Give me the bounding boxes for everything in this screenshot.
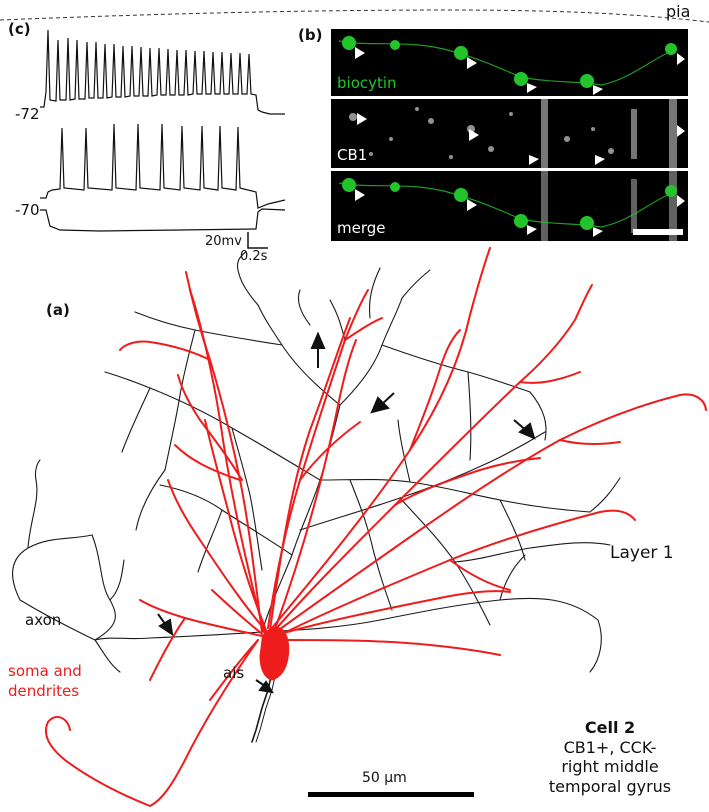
trace-middle — [40, 123, 286, 209]
micrograph-cb1: CB1 — [331, 99, 688, 168]
ephys-scale-time: 0.2s — [240, 249, 268, 264]
panel-c-letter: (c) — [8, 20, 31, 38]
micrograph-label-merge: merge — [337, 219, 386, 237]
dendrite-arbor — [45, 247, 707, 808]
micrograph-label-biocytin: biocytin — [337, 74, 397, 92]
ais-label: ais — [223, 664, 245, 682]
arrow-marker-3 — [513, 419, 536, 440]
panel-b-letter: (b) — [298, 26, 323, 44]
pia-boundary-line — [0, 9, 709, 23]
micron-scalebar — [308, 792, 474, 797]
arrow-marker-2 — [370, 392, 395, 414]
layer-label: Layer 1 — [610, 543, 674, 563]
micrograph-merge: merge — [331, 171, 688, 241]
micrograph-scalebar — [633, 229, 683, 235]
arrow-markers — [157, 331, 536, 694]
arrow-marker-1 — [310, 331, 326, 368]
arrow-marker-4 — [157, 613, 174, 637]
soma-label-line1: soma and — [8, 662, 82, 680]
ephys-scalebar — [247, 232, 268, 249]
cell-region-line1: right middle — [561, 757, 659, 777]
arrow-marker-ais — [255, 679, 274, 694]
cell-title: Cell 2 — [584, 718, 636, 737]
trace-bottom — [40, 208, 286, 232]
micron-scalebar-label: 50 μm — [362, 770, 407, 786]
pia-label: pia — [666, 2, 691, 21]
voltage-label-bottom: -70 — [15, 201, 40, 219]
cell-marker-line: CB1+, CCK- — [563, 737, 657, 757]
voltage-label-top: -72 — [15, 105, 40, 123]
ephys-traces — [40, 29, 286, 249]
micrograph-label-cb1: CB1 — [337, 146, 368, 164]
panel-a-letter: (a) — [46, 301, 70, 319]
soma-shape — [259, 627, 290, 681]
micrograph-biocytin: biocytin — [331, 29, 688, 96]
axon-label: axon — [25, 611, 62, 629]
ephys-scale-voltage: 20mv — [205, 234, 242, 249]
soma-label-line2: dendrites — [8, 682, 80, 700]
cell-region-line2: temporal gyrus — [548, 776, 672, 796]
trace-top — [40, 29, 285, 115]
cell-info-block: Cell 2 CB1+, CCK- right middle temporal … — [520, 718, 700, 796]
